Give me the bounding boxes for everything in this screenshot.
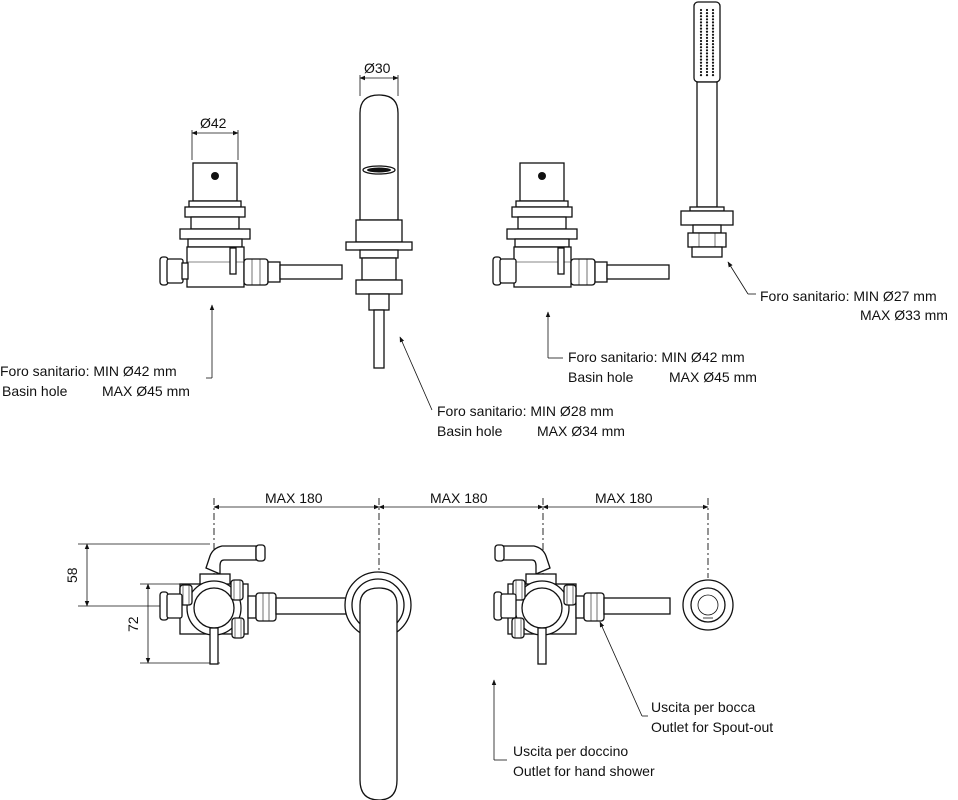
- note-hand-shower: Foro sanitario: MIN Ø27 mm MAX Ø33 mm: [760, 288, 948, 323]
- note-right-valve-line1: Foro sanitario: MIN Ø42 mm: [568, 349, 745, 365]
- note-right-valve: Foro sanitario: MIN Ø42 mm Basin hole MA…: [568, 349, 757, 385]
- dim-height-72: 72: [125, 616, 141, 632]
- note-spout: Foro sanitario: MIN Ø28 mm Basin hole MA…: [437, 403, 625, 439]
- note-spout-value: MAX Ø34 mm: [537, 423, 625, 439]
- dim-height-58: 58: [64, 567, 80, 583]
- leader-outlet-hand-shower: [491, 679, 507, 761]
- leader-hand-shower: [727, 261, 756, 295]
- note-left-valve: Foro sanitario: MIN Ø42 mm Basin hole MA…: [0, 363, 190, 399]
- note-outlet-spout: Uscita per bocca Outlet for Spout-out: [651, 699, 773, 735]
- spacing-dimension: [213, 498, 709, 578]
- leader-right-valve: [545, 311, 563, 359]
- dim-spacing-3: MAX 180: [595, 490, 653, 506]
- spout-side-view: [345, 75, 413, 369]
- dim-diameter-30: Ø30: [364, 60, 391, 76]
- note-outlet-hand-shower-line1: Uscita per doccino: [513, 743, 628, 759]
- note-spout-label: Basin hole: [437, 423, 503, 439]
- hand-shower-side-view: (function(){ var g = document.currentScr…: [680, 1, 734, 258]
- left-valve-side-view: [159, 130, 343, 288]
- hand-shower-plan-view: [682, 579, 734, 631]
- left-valve-plan-view: [159, 544, 347, 665]
- note-outlet-spout-line1: Uscita per bocca: [651, 699, 755, 715]
- leader-spout: [399, 336, 433, 411]
- dim-diameter-42: Ø42: [200, 115, 227, 131]
- note-right-valve-value: MAX Ø45 mm: [669, 369, 757, 385]
- spout-plan-view: [344, 571, 412, 800]
- note-spout-line1: Foro sanitario: MIN Ø28 mm: [437, 403, 614, 419]
- dim-spacing-1: MAX 180: [265, 490, 323, 506]
- note-left-valve-value: MAX Ø45 mm: [102, 383, 190, 399]
- right-valve-side-view: [492, 162, 670, 288]
- dim-spacing-2: MAX 180: [430, 490, 488, 506]
- leader-left-valve: [206, 304, 215, 379]
- note-hand-shower-line1: Foro sanitario: MIN Ø27 mm: [760, 288, 937, 304]
- note-outlet-spout-line2: Outlet for Spout-out: [651, 719, 773, 735]
- note-outlet-hand-shower-line2: Outlet for hand shower: [513, 763, 655, 779]
- leader-outlet-spout: [599, 621, 648, 717]
- note-left-valve-line1: Foro sanitario: MIN Ø42 mm: [0, 363, 177, 379]
- height-dimensions: [78, 543, 220, 664]
- shower-nozzles: (function(){ var g = document.currentScr…: [699, 8, 715, 77]
- note-outlet-hand-shower: Uscita per doccino Outlet for hand showe…: [513, 743, 655, 779]
- right-valve-plan-view: [493, 544, 671, 665]
- note-hand-shower-line2: MAX Ø33 mm: [860, 307, 948, 323]
- note-left-valve-label: Basin hole: [2, 383, 68, 399]
- note-right-valve-label: Basin hole: [568, 369, 634, 385]
